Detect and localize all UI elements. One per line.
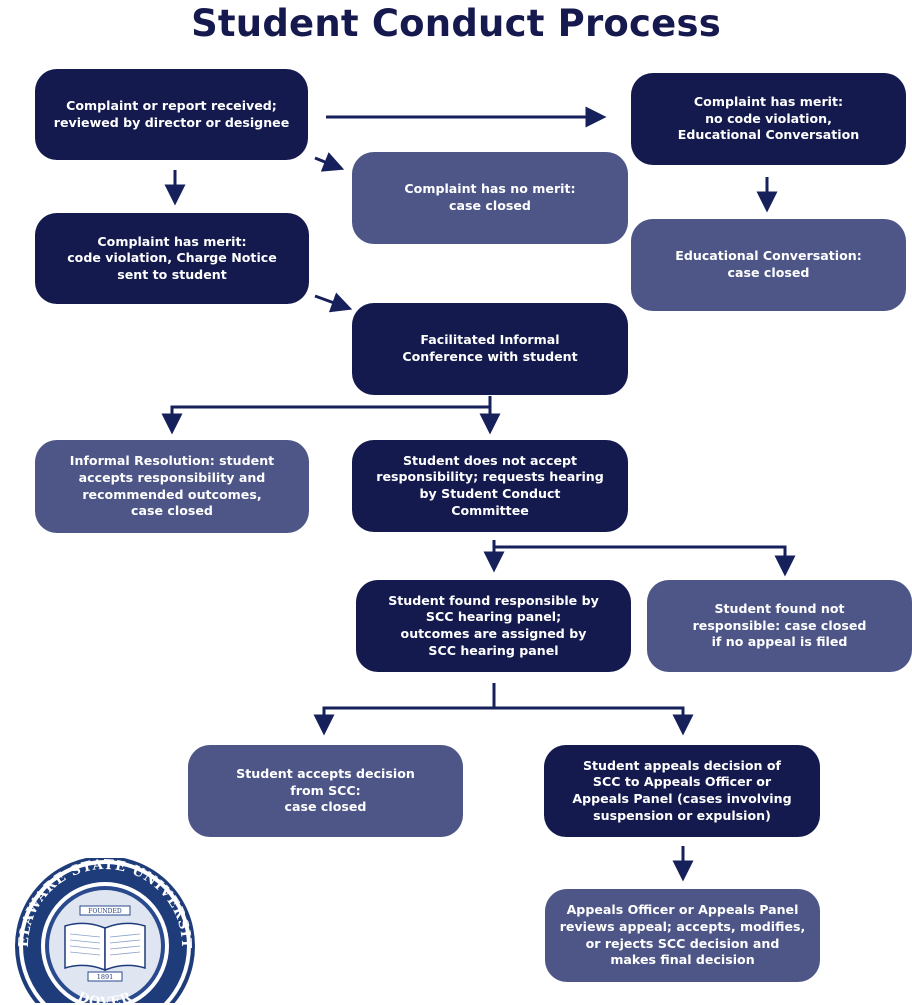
box-informal-conference: Facilitated Informal Conference with stu… (352, 303, 628, 395)
seal-founded-text: FOUNDED (88, 908, 122, 915)
box-informal-resolution: Informal Resolution: student accepts res… (35, 440, 309, 533)
box-complaint-received-text: Complaint or report received; reviewed b… (53, 97, 290, 130)
box-appeals-decision: Student appeals decision of SCC to Appea… (544, 745, 820, 837)
seal-year-text: 1891 (97, 973, 114, 981)
box-educational-conversation-text: Educational Conversation: case closed (675, 248, 862, 280)
box-informal-conference-text: Facilitated Informal Conference with stu… (402, 332, 578, 364)
box-no-merit-text: Complaint has no merit: case closed (404, 181, 576, 213)
university-seal: DELAWARE STATE UNIVERSITY DOVER FOUNDED … (10, 858, 195, 1003)
box-does-not-accept: Student does not accept responsibility; … (352, 440, 628, 532)
arrow-conference-to-informal-resolution (161, 396, 492, 435)
box-accepts-decision: Student accepts decision from SCC: case … (188, 745, 463, 837)
box-does-not-accept-text: Student does not accept responsibility; … (376, 452, 604, 518)
box-found-responsible-text: Student found responsible by SCC hearing… (388, 592, 599, 658)
box-merit-violation-text: Complaint has merit: code violation, Cha… (67, 233, 277, 282)
arrow-merit-violation-to-conference (314, 292, 353, 313)
box-appeals-decision-text: Student appeals decision of SCC to Appea… (572, 757, 792, 823)
arrow-responsible-to-appeals (494, 706, 694, 736)
arrow-responsible-to-accepts (313, 683, 496, 736)
box-found-responsible: Student found responsible by SCC hearing… (356, 580, 631, 672)
arrow-received-to-no-merit (314, 152, 345, 172)
page-title: Student Conduct Process (191, 2, 721, 45)
box-merit-violation: Complaint has merit: code violation, Cha… (35, 213, 309, 304)
box-final-decision-text: Appeals Officer or Appeals Panel reviews… (559, 902, 806, 968)
arrow-no-accept-to-not-responsible (494, 545, 796, 577)
box-not-responsible: Student found not responsible: case clos… (647, 580, 912, 672)
seal-book-icon (64, 922, 146, 972)
box-merit-no-violation: Complaint has merit: no code violation, … (631, 73, 906, 165)
box-final-decision: Appeals Officer or Appeals Panel reviews… (545, 889, 820, 982)
box-accepts-decision-text: Student accepts decision from SCC: case … (236, 766, 415, 815)
box-not-responsible-text: Student found not responsible: case clos… (692, 601, 867, 650)
box-merit-no-violation-text: Complaint has merit: no code violation, … (677, 94, 860, 143)
box-informal-resolution-text: Informal Resolution: student accepts res… (69, 453, 275, 519)
box-no-merit: Complaint has no merit: case closed (352, 152, 628, 244)
box-complaint-received: Complaint or report received; reviewed b… (35, 69, 308, 160)
box-educational-conversation: Educational Conversation: case closed (631, 219, 906, 311)
